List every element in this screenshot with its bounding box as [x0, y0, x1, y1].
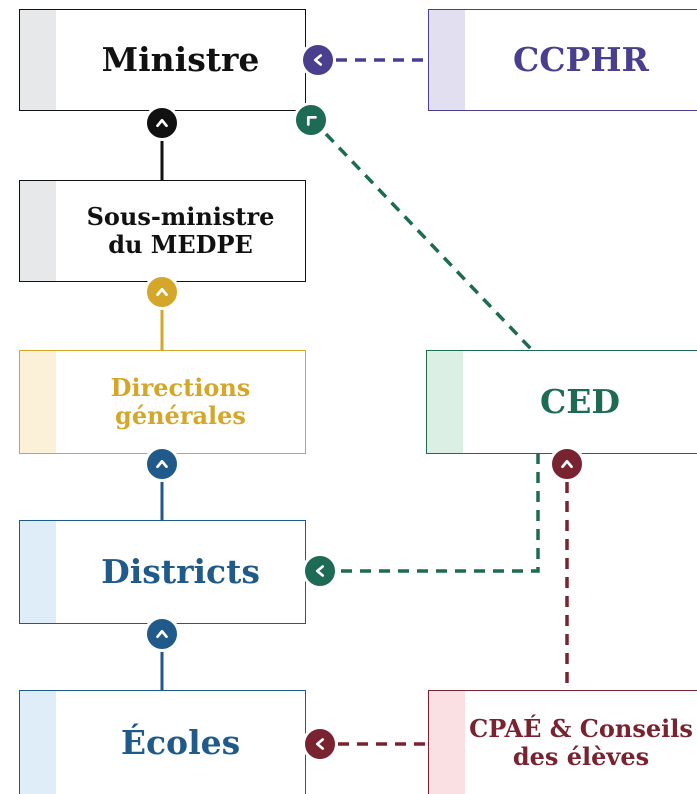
node-stripe: [20, 691, 56, 794]
node-label: CCPHR: [513, 40, 649, 80]
chevron-left-icon: [302, 553, 338, 589]
node-stripe: [20, 10, 56, 110]
chevron-up-icon: [144, 274, 180, 310]
chevron-left-icon: [302, 726, 338, 762]
node-sous-ministre: Sous-ministre du MEDPE: [19, 180, 306, 282]
node-ecoles: Écoles: [19, 690, 306, 794]
node-label: Ministre: [101, 40, 260, 80]
node-label: Directions générales: [110, 373, 251, 430]
node-stripe: [429, 10, 465, 110]
node-label: Écoles: [120, 722, 241, 762]
chevron-up-icon: [144, 616, 180, 652]
node-label: CED: [539, 382, 621, 422]
node-label: Districts: [101, 552, 260, 592]
node-label: CPAÉ & Conseils des élèves: [469, 713, 693, 771]
node-ced: CED: [426, 350, 697, 454]
node-ministre: Ministre: [19, 9, 306, 111]
chevron-left-icon: [300, 42, 336, 78]
chevron-up-icon: [144, 105, 180, 141]
node-stripe: [429, 691, 465, 794]
node-districts: Districts: [19, 520, 306, 624]
chevron-up-icon: [549, 446, 585, 482]
node-cpae-conseils: CPAÉ & Conseils des élèves: [428, 690, 697, 794]
corner-up-left-icon: [293, 102, 329, 138]
node-directions-generales: Directions générales: [19, 350, 306, 454]
node-stripe: [20, 351, 56, 453]
node-ccphr: CCPHR: [428, 9, 697, 111]
node-label: Sous-ministre du MEDPE: [86, 202, 275, 259]
link-ced-districts: [338, 453, 540, 573]
node-stripe: [427, 351, 463, 453]
node-stripe: [20, 181, 56, 281]
node-stripe: [20, 521, 56, 623]
chevron-up-icon: [144, 446, 180, 482]
link-ced-ministre: [324, 132, 534, 352]
